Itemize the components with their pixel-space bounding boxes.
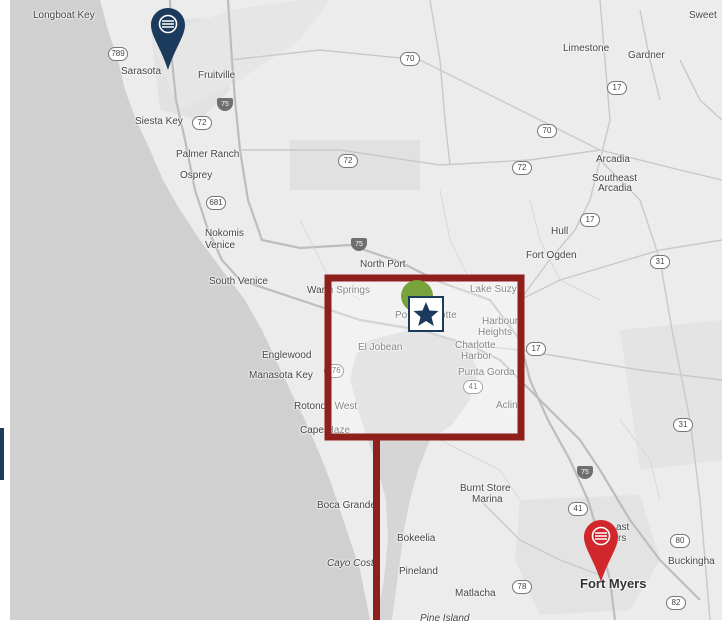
place-label-punta-gorda: Punta Gorda [458,367,515,378]
road-shield-r17a: 17 [607,81,627,95]
road-shield-r72a: 72 [192,116,212,130]
place-label-rotonda-west: Rotonda West [294,401,358,412]
road-shield-r82: 82 [666,596,686,610]
place-label-pineland: Pineland [399,566,438,577]
place-label-venice: Venice [205,240,236,251]
place-label-sarasota: Sarasota [121,66,162,77]
road-shield-r31b: 31 [673,418,693,432]
place-label-north-fort-myers-a: ast [616,522,630,533]
location-pin-icon [584,520,618,582]
road-shield-r41b: 41 [568,502,588,516]
place-label-southeast-arcadia: Arcadia [598,183,632,194]
place-label-longboat-key: Longboat Key [33,10,95,21]
road-shield-r70a: 70 [400,52,420,66]
place-label-el-jobean: El Jobean [358,342,403,353]
road-shield-r72c: 72 [512,161,532,175]
interstate-shield-i75a: 75 [217,98,233,111]
interstate-shield-i75c: 75 [577,466,593,479]
place-label-acline: Acline [496,400,524,411]
place-label-sweetwater: Sweet [689,10,717,21]
place-label-harbor: Harbor [461,351,492,362]
side-panel-tab[interactable] [0,428,4,480]
place-label-charlotte: Charlotte [455,340,496,351]
place-label-osprey: Osprey [180,170,213,181]
location-pin-icon [151,8,185,70]
place-label-harbour: Harbour [482,316,519,327]
place-label-pine-island: Pine Island [420,613,470,624]
road-shield-r31a: 31 [650,255,670,269]
place-label-buckingham: Buckingha [668,556,715,567]
place-label-manasota-key: Manasota Key [249,370,313,381]
place-label-boca-grande: Boca Grande [317,500,376,511]
road-shield-r72b: 72 [338,154,358,168]
place-label-south-venice: South Venice [209,276,268,287]
place-label-arcadia: Arcadia [596,154,630,165]
place-label-southeast: Southeast [592,173,638,184]
place-label-marina: Marina [472,494,503,505]
road-shield-r17c: 17 [526,342,546,356]
place-label-north-port: North Port [360,259,406,270]
sarasota-location-pin[interactable] [151,8,185,75]
interstate-shield-i75b: 75 [351,238,367,251]
place-label-nokomis: Nokomis [205,228,244,239]
place-label-cayo-costa: Cayo Costa [327,558,380,569]
place-label-burnt-store: Burnt Store [460,483,511,494]
gulf-water [0,0,370,620]
place-label-fort-ogden: Fort Ogden [526,250,577,261]
road-shield-r17b: 17 [580,213,600,227]
place-label-englewood: Englewood [262,350,312,361]
place-label-limestone: Limestone [563,43,610,54]
place-label-north-fort-myers-b: rs [618,533,627,544]
road-shield-r80: 80 [670,534,690,548]
place-label-gardner: Gardner [628,50,665,61]
place-label-heights: Heights [478,327,512,338]
place-label-fort-myers: Fort Myers [580,576,647,591]
place-label-matlacha: Matlacha [455,588,496,599]
place-label-cape-haze: Cape Haze [300,425,351,436]
place-label-lake-suzy: Lake Suzy [470,284,517,295]
place-label-fruitville: Fruitville [198,70,236,81]
road-shield-r789: 789 [108,47,128,61]
place-label-palmer-ranch: Palmer Ranch [176,149,240,160]
road-shield-r681: 681 [206,196,226,210]
place-label-warm-springs: Warm Springs [307,285,370,296]
road-shield-r41a: 41 [463,380,483,394]
place-label-bokeelia: Bokeelia [397,533,436,544]
left-edge-strip [0,0,10,620]
road-shield-r776: 776 [324,364,344,378]
star-marker[interactable] [408,296,444,332]
road-shield-r78: 78 [512,580,532,594]
place-label-siesta-key: Siesta Key [135,116,183,127]
star-icon [413,302,439,326]
place-label-hull: Hull [551,226,569,237]
fort-myers-location-pin[interactable] [584,520,618,587]
road-shield-r70b: 70 [537,124,557,138]
